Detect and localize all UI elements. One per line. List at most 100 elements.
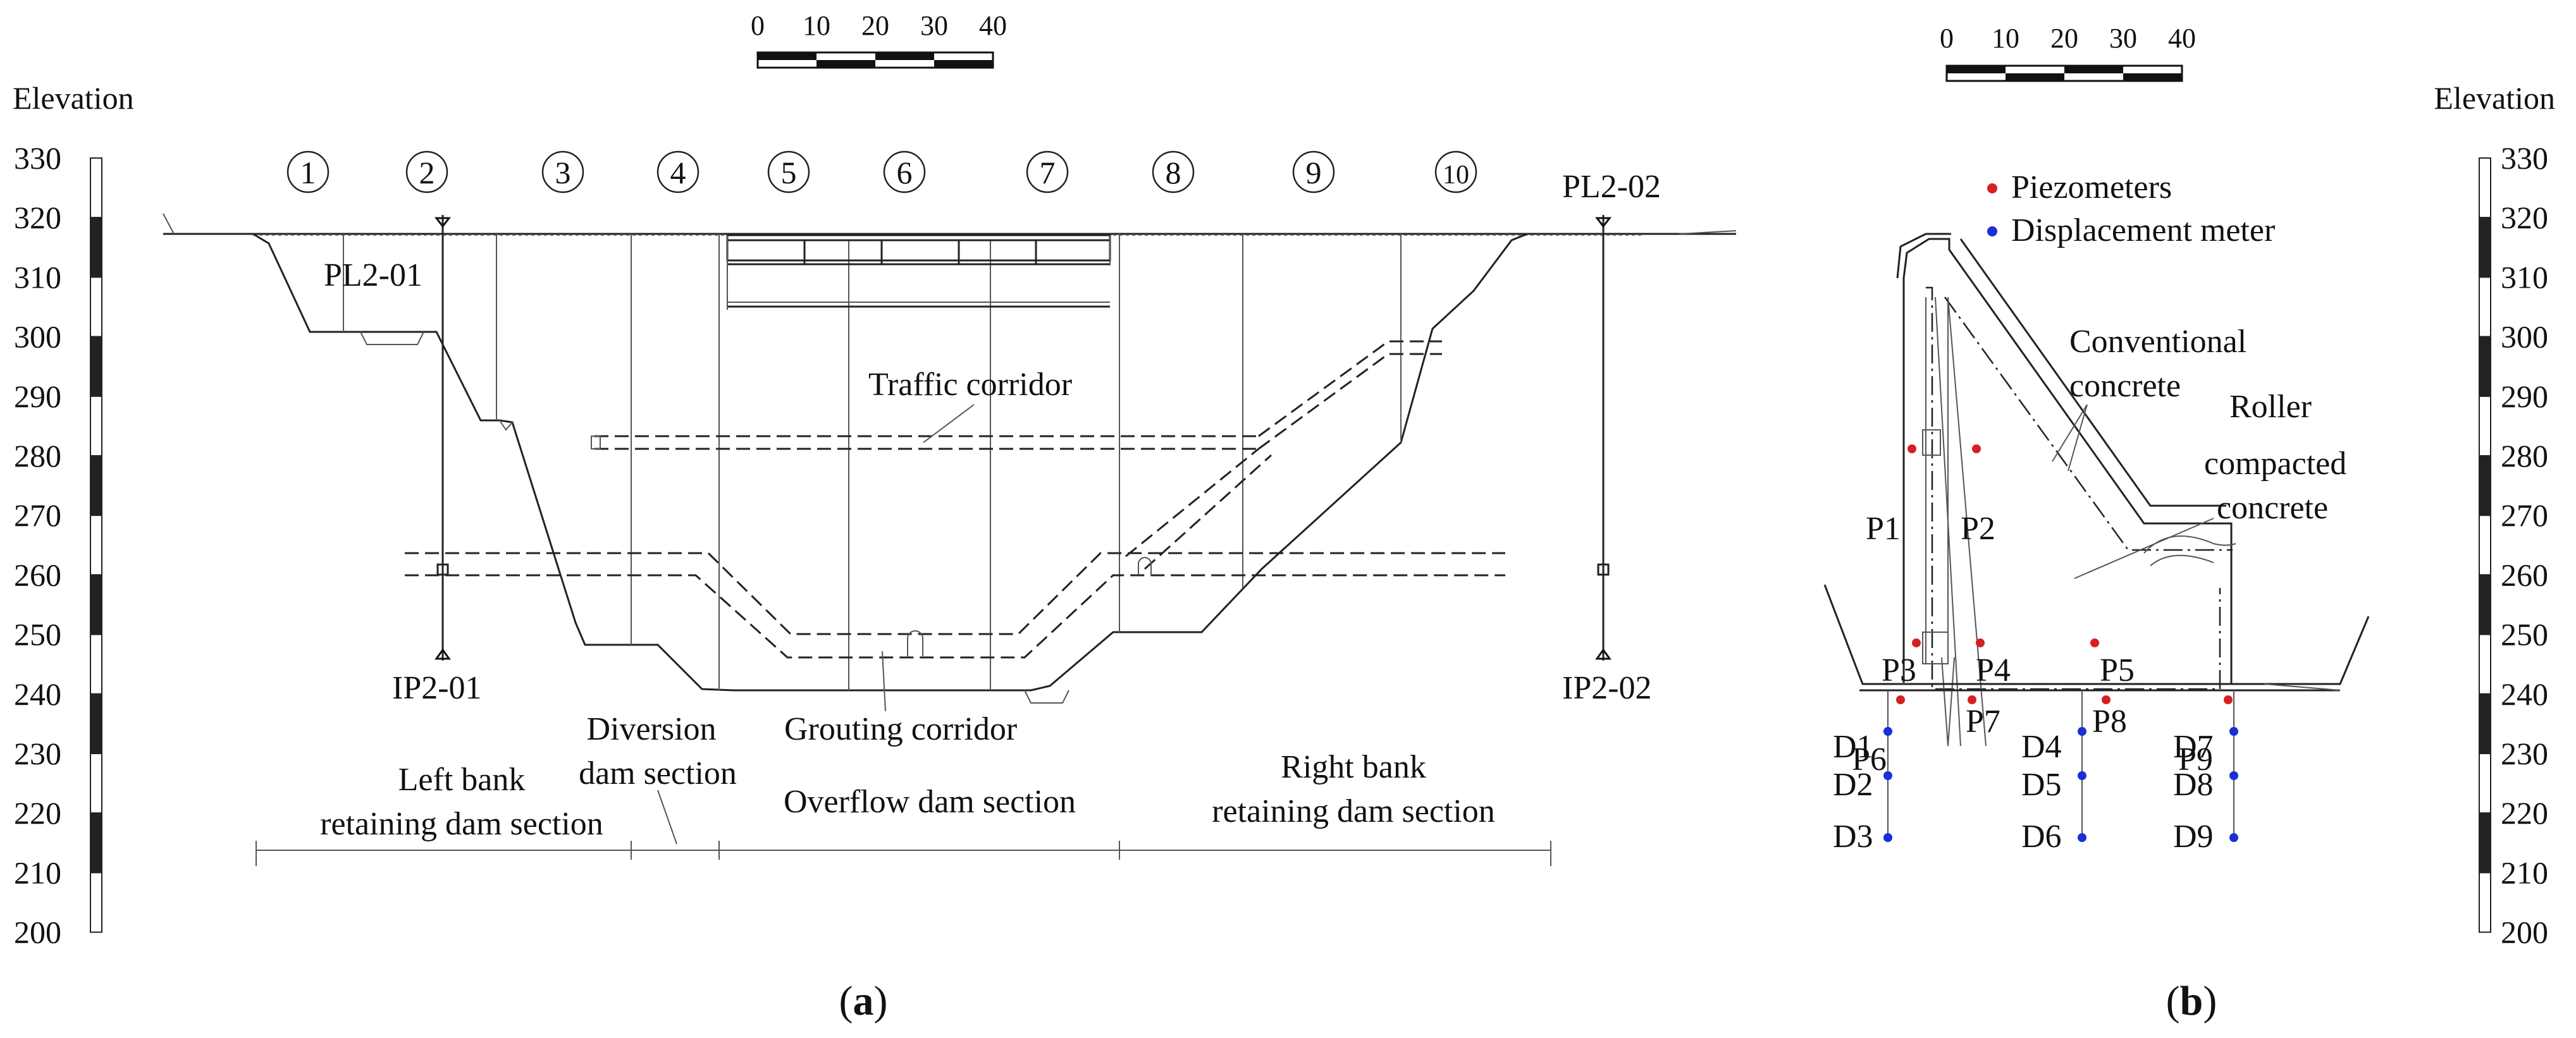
displacement-label: D4 <box>2021 729 2062 765</box>
piezometer-label: P8 <box>2092 704 2127 740</box>
elevation-tick: 330 <box>2501 140 2548 176</box>
elevation-tick: 240 <box>14 676 61 712</box>
elevation-axis-right: Elevation 330 320 310 300 290 280 270 26… <box>2434 80 2555 950</box>
piezometer-marker <box>2102 695 2111 704</box>
displacement-marker <box>1883 727 1892 736</box>
elevation-tick: 300 <box>2501 319 2548 355</box>
scale-bar-b: 0 10 20 30 40 <box>1940 23 2196 82</box>
piezometer-label: P9 <box>2178 742 2213 778</box>
inverted-plumb-label: IP2-01 <box>392 670 482 706</box>
panel-a-dam-profile: 1 2 3 4 5 6 7 8 9 10 PL2-01 PL2-02 IP2-0… <box>163 150 1737 1024</box>
rcc-label: concrete <box>2217 490 2328 526</box>
scale-tick-label: 30 <box>2109 23 2137 54</box>
block-number: 2 <box>419 155 435 190</box>
displacement-label: D5 <box>2021 767 2062 803</box>
elevation-tick: 230 <box>2501 736 2548 771</box>
rcc-label: compacted <box>2204 446 2346 482</box>
scale-tick-label: 10 <box>803 10 830 41</box>
block-number: 9 <box>1306 155 1322 190</box>
elevation-bar-segment <box>90 574 102 635</box>
elevation-bar-segment <box>2479 574 2491 635</box>
elevation-title: Elevation <box>13 80 134 116</box>
elevation-bar-segment <box>2479 753 2491 814</box>
displacement-marker <box>1883 833 1892 842</box>
block-number-circle <box>1434 150 1477 193</box>
displacement-marker <box>2078 833 2086 842</box>
piezometer-marker <box>2224 695 2233 704</box>
legend-piezometers-label: Piezometers <box>2011 169 2172 205</box>
displacement-label: D6 <box>2021 819 2062 855</box>
elevation-tick: 300 <box>14 319 61 355</box>
block-number: 7 <box>1040 155 1056 190</box>
section-label-right-bank: Right bank <box>1281 749 1426 785</box>
panel-label-a: (a) <box>839 978 888 1024</box>
piezometer-label: P5 <box>2100 652 2135 688</box>
legend-displacement-marker <box>1987 226 1997 236</box>
piezometer-marker <box>1976 638 1985 647</box>
elevation-bar-segment <box>90 515 102 576</box>
elevation-tick: 240 <box>2501 676 2548 712</box>
block-number-circle <box>656 150 699 193</box>
legend-piezometer-marker <box>1987 183 1997 193</box>
legend-displacement-label: Displacement meter <box>2011 212 2275 248</box>
scale-tick-label: 10 <box>1992 23 2019 54</box>
elevation-tick: 310 <box>2501 259 2548 295</box>
elevation-bar-segment <box>90 872 102 933</box>
elevation-tick: 250 <box>2501 617 2548 652</box>
elevation-tick: 270 <box>2501 498 2548 533</box>
elevation-tick: 280 <box>2501 438 2548 473</box>
displacement-label: D1 <box>1833 729 1873 765</box>
conventional-concrete-label: Conventional <box>2069 324 2246 360</box>
elevation-bar-segment <box>2479 217 2491 278</box>
elevation-bar-segment <box>2479 276 2491 338</box>
scale-tick-label: 0 <box>1940 23 1954 54</box>
piezometer-label: P4 <box>1976 652 2011 688</box>
block-number-circle <box>541 150 584 193</box>
elevation-bar-segment <box>90 157 102 219</box>
scale-tick-label: 20 <box>861 10 889 41</box>
piezometer-label: P3 <box>1882 652 1916 688</box>
piezometer-marker <box>1912 638 1921 647</box>
section-label-left-bank: Left bank <box>398 762 526 798</box>
block-number: 3 <box>555 155 571 190</box>
elevation-bar-segment <box>90 455 102 516</box>
elevation-bar-segment <box>2479 515 2491 576</box>
elevation-tick: 310 <box>14 259 61 295</box>
displacement-marker <box>2229 727 2238 736</box>
block-number-circle <box>767 150 810 193</box>
elevation-tick: 210 <box>14 855 61 890</box>
scale-tick-label: 40 <box>979 10 1007 41</box>
piezometer-label: P2 <box>1961 511 1995 547</box>
piezometer-label: P6 <box>1852 742 1887 778</box>
section-label-diversion: dam section <box>579 755 737 791</box>
block-number-circle <box>1292 150 1335 193</box>
displacement-marker <box>2229 833 2238 842</box>
piezometer-marker <box>1907 444 1916 453</box>
block-number: 1 <box>300 155 316 190</box>
scale-tick-label: 0 <box>751 10 765 41</box>
piezometer-marker <box>1896 695 1905 704</box>
displacement-label: D3 <box>1833 819 1873 855</box>
scale-tick-label: 30 <box>920 10 948 41</box>
elevation-tick: 220 <box>2501 795 2548 831</box>
piezometer-marker <box>2090 638 2099 647</box>
section-label-left-bank: retaining dam section <box>320 806 603 842</box>
rcc-label: Roller <box>2229 389 2312 425</box>
elevation-bar-segment <box>2479 693 2491 755</box>
grouting-corridor-label: Grouting corridor <box>784 711 1017 747</box>
elevation-tick: 320 <box>14 200 61 235</box>
displacement-label: D2 <box>1833 767 1873 803</box>
elevation-tick: 290 <box>14 379 61 414</box>
elevation-title: Elevation <box>2434 80 2555 116</box>
elevation-tick: 290 <box>2501 379 2548 414</box>
section-label-right-bank: retaining dam section <box>1212 793 1495 829</box>
elevation-axis-left: Elevation 330 320 310 300 290 280 270 26… <box>13 80 134 950</box>
elevation-bar-segment <box>90 693 102 755</box>
piezometer-marker <box>1972 444 1981 453</box>
block-number-circle <box>1152 150 1195 193</box>
elevation-bar-segment <box>90 217 102 278</box>
block-number: 10 <box>1443 161 1469 190</box>
elevation-tick: 330 <box>14 140 61 176</box>
panel-label-b: (b) <box>2166 978 2217 1024</box>
